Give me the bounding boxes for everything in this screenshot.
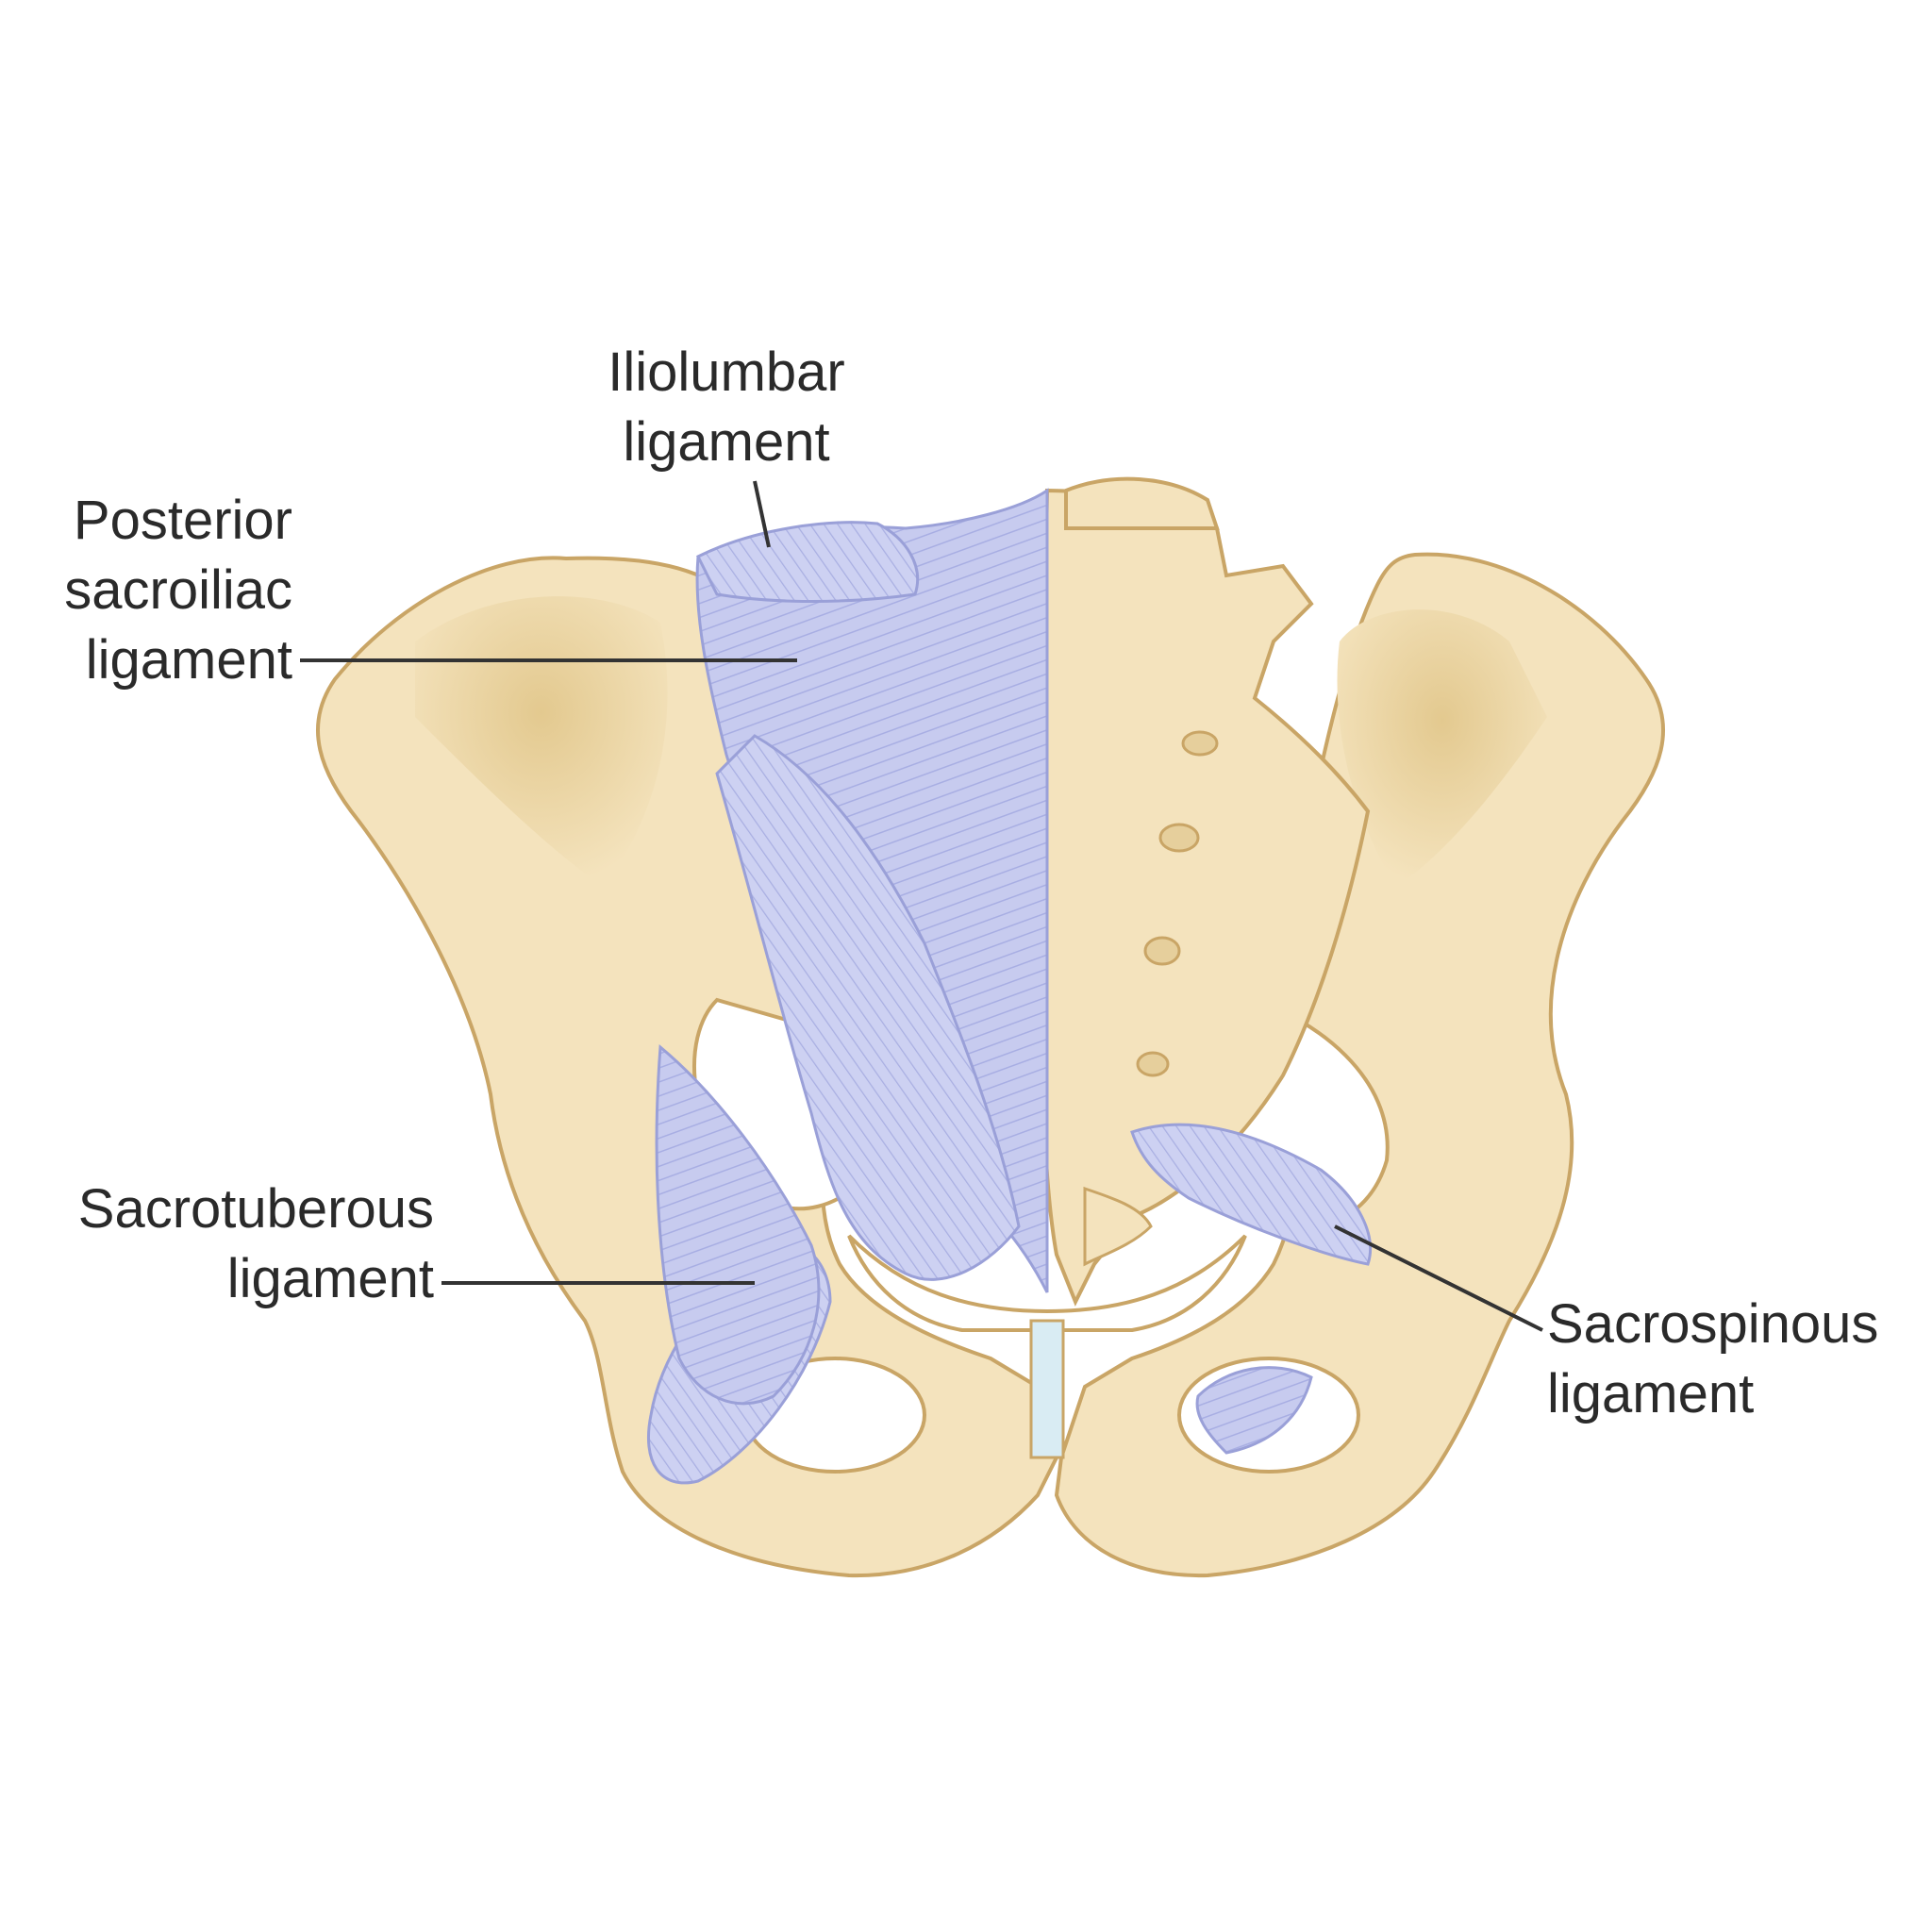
sacrospinous-ligament-label: Sacrospinous ligament xyxy=(1547,1290,1924,1429)
pelvic-outlet xyxy=(847,1234,1247,1332)
right-iliac-fossa xyxy=(1337,609,1547,887)
iliolumbar-ligament-label: Iliolumbar ligament xyxy=(566,338,887,477)
left-iliac-fossa xyxy=(415,596,668,887)
posterior-sacroiliac-ligament-label: Posterior sacroiliac ligament xyxy=(19,486,292,695)
iliolumbar-ligament xyxy=(695,521,920,603)
sacral-foramen-3 xyxy=(1143,936,1181,966)
iliolumbar-leader-line xyxy=(753,480,771,548)
sacral-foramen-4 xyxy=(1136,1051,1170,1077)
sacrospinous-label-line2: ligament xyxy=(1547,1363,1755,1424)
sacrotuberous-label-line1: Sacrotuberous xyxy=(77,1178,434,1240)
posterior-label-line1: Posterior xyxy=(73,490,292,551)
posterior-label-line2: sacroiliac xyxy=(64,559,292,621)
sacrotuberous-label-line2: ligament xyxy=(226,1248,434,1309)
sacrospinous-label-line1: Sacrospinous xyxy=(1547,1293,1879,1355)
sacrotuberous-ligament-band xyxy=(655,1043,821,1406)
sacral-foramen-2 xyxy=(1158,823,1200,853)
sacrotuberous-ligament-label: Sacrotuberous ligament xyxy=(19,1174,434,1314)
posterior-label-line3: ligament xyxy=(85,629,292,691)
sacrospinous-leader-line xyxy=(1334,1224,1543,1332)
iliolumbar-label-line2: ligament xyxy=(623,411,830,473)
iliolumbar-label-line1: Iliolumbar xyxy=(608,341,845,403)
sacrospinous-ligament xyxy=(1130,1123,1373,1266)
sacral-foramen-1 xyxy=(1181,730,1219,757)
coccyx xyxy=(1083,1186,1153,1267)
lumbar-vertebra xyxy=(1064,476,1220,531)
right-obturator-ligament xyxy=(1195,1366,1313,1455)
pubic-symphysis xyxy=(1029,1319,1065,1459)
